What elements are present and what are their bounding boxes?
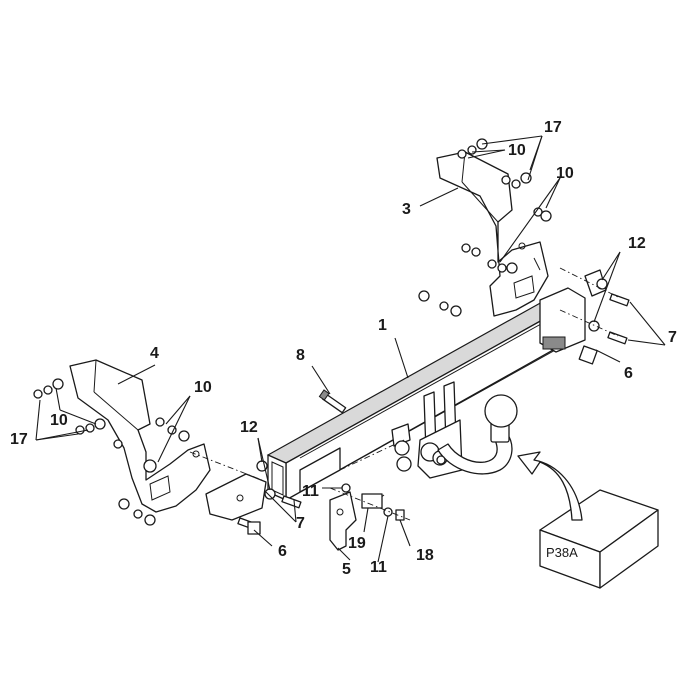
callout-17-left: 17 bbox=[10, 431, 28, 448]
callout-11-upper: 11 bbox=[302, 483, 319, 500]
callout-4: 4 bbox=[150, 345, 159, 362]
electrical-box: P38A bbox=[539, 489, 659, 589]
electrical-box-label: P38A bbox=[546, 545, 578, 560]
callout-12-right: 12 bbox=[628, 235, 646, 252]
callout-6-left: 6 bbox=[278, 543, 287, 560]
callout-10-top-right: 10 bbox=[556, 165, 574, 182]
callout-1: 1 bbox=[378, 317, 387, 334]
leader-lines bbox=[35, 135, 666, 563]
callout-6-right: 6 bbox=[624, 365, 633, 382]
callout-3: 3 bbox=[402, 201, 411, 218]
hardware-right-rear bbox=[559, 267, 630, 365]
callout-10-left-bracket: 10 bbox=[194, 379, 212, 396]
callout-18: 18 bbox=[416, 547, 434, 564]
callout-19: 19 bbox=[348, 535, 366, 552]
socket-bracket bbox=[391, 423, 412, 472]
callout-7-left: 7 bbox=[296, 515, 305, 532]
callout-10-top: 10 bbox=[508, 142, 526, 159]
bracket-left bbox=[69, 359, 211, 513]
callout-17-top: 17 bbox=[544, 119, 562, 136]
callout-11-lower: 11 bbox=[370, 559, 387, 576]
curved-arrow bbox=[517, 451, 583, 521]
towball-mount bbox=[417, 381, 518, 479]
bracket-right bbox=[436, 151, 549, 317]
callout-12-left: 12 bbox=[240, 419, 258, 436]
hardware-left-rear bbox=[189, 451, 302, 535]
callout-7-right: 7 bbox=[668, 329, 677, 346]
callout-10-left-washers: 10 bbox=[50, 412, 68, 429]
callout-labels: 17 10 10 3 12 1 7 4 8 6 10 10 12 17 11 7… bbox=[10, 119, 677, 578]
callout-8: 8 bbox=[296, 347, 305, 364]
callout-5: 5 bbox=[342, 561, 351, 578]
bolt-8 bbox=[318, 389, 347, 414]
